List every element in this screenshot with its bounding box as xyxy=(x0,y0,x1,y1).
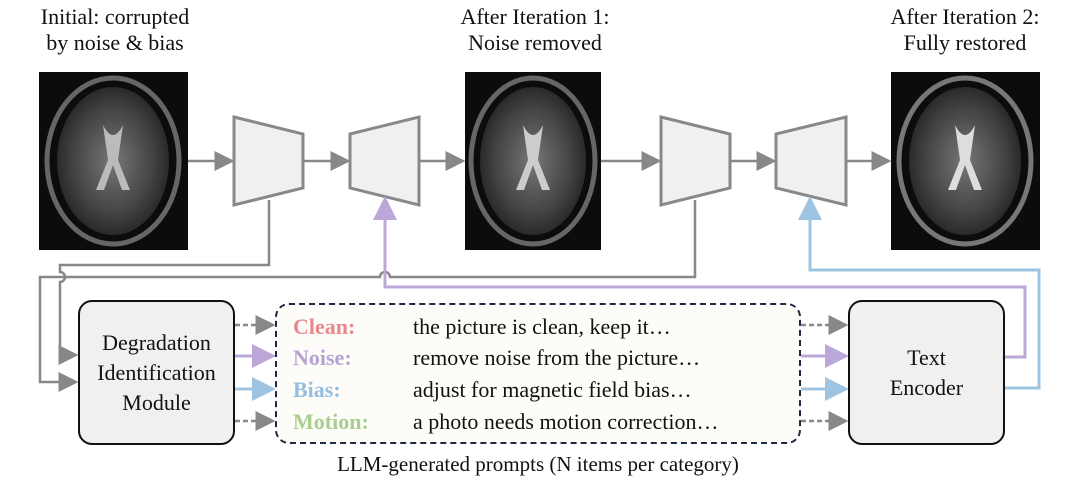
prompt-row-noise: Noise: remove noise from the picture… xyxy=(293,345,700,371)
prompt-category: Motion: xyxy=(293,409,369,434)
decoder-1 xyxy=(348,115,421,207)
iteration1-label: After Iteration 1: Noise removed xyxy=(430,4,640,56)
prompt-caption: LLM-generated prompts (N items per categ… xyxy=(337,452,739,476)
iteration2-label-line2: Fully restored xyxy=(903,30,1027,55)
initial-label: Initial: corrupted by noise & bias xyxy=(10,4,220,56)
text-encoder-line2: Encoder xyxy=(889,374,964,400)
encoder-2 xyxy=(659,115,732,207)
degradation-identification-module: Degradation Identification Module xyxy=(78,300,235,445)
prompt-box: Clean: the picture is clean, keep it… Noi… xyxy=(275,303,801,444)
prompt-category: Clean: xyxy=(293,314,356,339)
prompt-category: Noise: xyxy=(293,345,352,370)
encoder-1 xyxy=(232,115,305,207)
iteration1-label-line2: Noise removed xyxy=(468,30,602,55)
mri-iteration1-image xyxy=(465,72,601,250)
prompt-row-clean: Clean: the picture is clean, keep it… xyxy=(293,314,671,340)
initial-label-line2: by noise & bias xyxy=(46,30,184,55)
iteration2-label-line1: After Iteration 2: xyxy=(890,4,1040,29)
mri-initial-image xyxy=(39,72,188,250)
iteration1-label-line1: After Iteration 1: xyxy=(460,4,610,29)
prompt-row-bias: Bias: adjust for magnetic field bias… xyxy=(293,377,692,403)
dim-line2: Identification xyxy=(97,359,216,385)
iteration2-label: After Iteration 2: Fully restored xyxy=(855,4,1075,56)
decoder-2 xyxy=(774,115,848,207)
text-encoder: Text Encoder xyxy=(848,300,1005,445)
text-encoder-line1: Text xyxy=(907,344,946,370)
prompt-row-motion: Motion: a photo needs motion correction… xyxy=(293,409,718,435)
dim-line3: Module xyxy=(122,389,191,415)
initial-label-line1: Initial: corrupted xyxy=(40,4,190,29)
noise-embedding-line xyxy=(373,196,1027,359)
prompt-text: adjust for magnetic field bias… xyxy=(413,377,692,402)
prompt-text: a photo needs motion correction… xyxy=(413,409,719,434)
dim-line1: Degradation xyxy=(102,329,211,355)
prompt-category: Bias: xyxy=(293,377,341,402)
bias-embedding-line xyxy=(798,196,1041,390)
mri-iteration2-image xyxy=(891,72,1040,250)
prompt-text: the picture is clean, keep it… xyxy=(413,314,671,339)
prompt-text: remove noise from the picture… xyxy=(413,345,701,370)
